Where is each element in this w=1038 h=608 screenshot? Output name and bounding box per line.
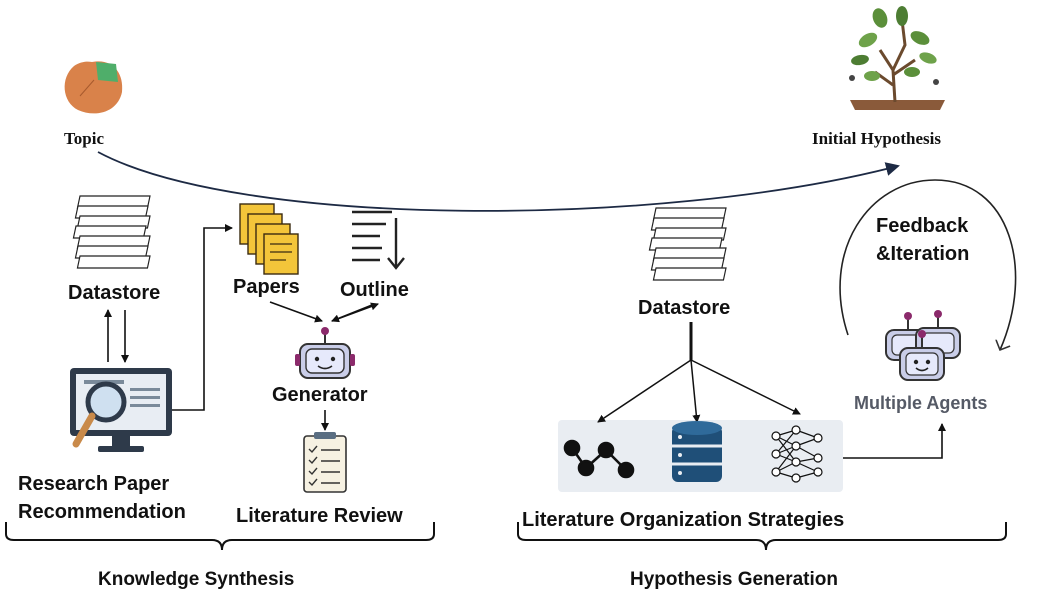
datastore-right-label: Datastore (638, 297, 731, 319)
datastore-to-graph-arrow (597, 359, 692, 423)
hypothesis-generation-label: Hypothesis Generation (630, 569, 838, 590)
datastore-left-label: Datastore (68, 282, 161, 304)
monitor-to-papers-arrow (172, 224, 233, 411)
knowledge-synthesis-brace (5, 522, 435, 551)
neural-network-icon (771, 425, 823, 483)
feedback-loop-arrow (839, 179, 1017, 350)
knowledge-synthesis-label: Knowledge Synthesis (98, 569, 295, 590)
papers-to-generator-arrow (269, 301, 323, 323)
generator-label: Generator (272, 384, 368, 406)
hypothesis-generation-brace (517, 522, 1007, 551)
strategies-to-agents-arrow (843, 423, 946, 459)
papers-icon (239, 203, 299, 275)
search-monitor-icon (70, 368, 172, 452)
initial-hypothesis-label: Initial Hypothesis (812, 129, 941, 148)
robot-icon (295, 327, 355, 379)
multiple-agents-label: Multiple Agents (854, 393, 988, 413)
multi-robot-icon (885, 310, 961, 381)
feedback-label-line1: Feedback (876, 215, 969, 237)
topic-label: Topic (64, 129, 105, 148)
database-icon (672, 421, 722, 482)
graph-icon (563, 439, 635, 479)
outline-icon (352, 210, 405, 270)
tree-icon (849, 6, 945, 110)
checklist-icon (303, 432, 347, 493)
datastore-to-network-arrow (690, 359, 801, 415)
datastore-to-database-arrow (690, 359, 701, 423)
research-paper-label-line1: Research Paper (18, 473, 170, 495)
outline-label: Outline (340, 279, 409, 301)
research-paper-label-line2: Recommendation (18, 501, 186, 523)
papers-label: Papers (233, 276, 300, 298)
datastore-icon (648, 207, 727, 281)
topic-icon (64, 61, 123, 114)
literature-org-label: Literature Organization Strategies (522, 509, 845, 531)
literature-review-label: Literature Review (236, 505, 403, 527)
datastore-icon (72, 195, 151, 269)
feedback-label-line2: &Iteration (876, 243, 970, 265)
topic-to-hypothesis-arrow (97, 151, 900, 212)
generator-to-outline-arrow (331, 302, 379, 322)
